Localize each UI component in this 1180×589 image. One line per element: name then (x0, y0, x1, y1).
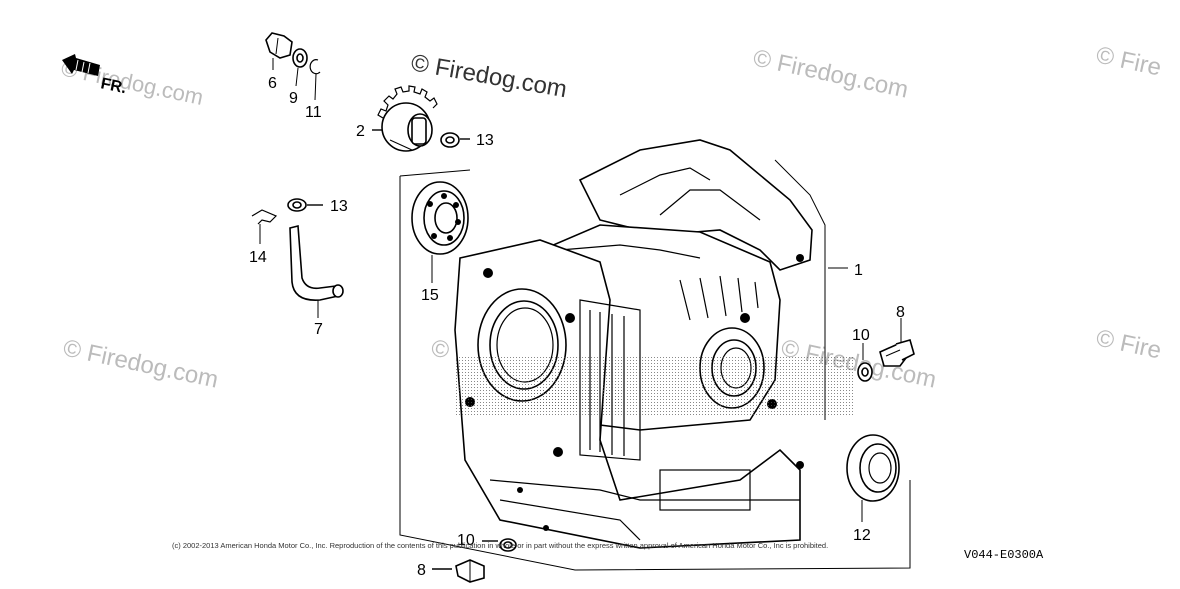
callout-6: 6 (268, 75, 277, 92)
part-14-retaining-clip (251, 209, 278, 225)
part-10-sealing-washer-bottom (499, 538, 517, 552)
part-12-oil-seal (846, 434, 900, 502)
watermark-top-right: © Firedog.com (751, 44, 911, 103)
part-15-ball-bearing (411, 181, 469, 255)
callout-13-lower: 13 (330, 198, 348, 215)
callout-8-bottom: 8 (417, 562, 426, 579)
direction-label: FR. (99, 75, 128, 97)
callout-13-upper: 13 (476, 132, 494, 149)
part-10-sealing-washer-right (857, 362, 873, 382)
callout-14: 14 (249, 249, 267, 266)
part-13-washer-upper (440, 132, 460, 148)
part-6-dowel-pin (265, 32, 293, 59)
callout-15: 15 (421, 287, 439, 304)
callout-8-right: 8 (896, 304, 905, 321)
callout-11: 11 (305, 104, 322, 121)
part-2-governor-gear (377, 85, 438, 152)
watermark-mid-left: © Firedog.com (61, 334, 221, 393)
part-8-drain-bolt-right (879, 339, 915, 367)
callout-10-bottom: 10 (457, 532, 475, 549)
callout-1: 1 (854, 262, 863, 279)
assembly-outline (399, 159, 911, 571)
callout-12: 12 (853, 527, 871, 544)
part-9-washer (292, 48, 308, 68)
callout-7: 7 (314, 321, 323, 338)
watermark-mid-far-right: © Fire (1094, 324, 1164, 364)
copyright-notice: (c) 2002-2013 American Honda Motor Co., … (172, 541, 828, 550)
callout-9: 9 (289, 90, 298, 107)
watermark-top-far-right: © Fire (1094, 41, 1164, 81)
part-1-cylinder-block (454, 139, 855, 549)
diagram-code: V044-E0300A (964, 548, 1044, 562)
part-8-drain-bolt-bottom (455, 559, 485, 583)
callout-10-right: 10 (852, 327, 870, 344)
part-11-clip (309, 59, 321, 75)
part-13-washer-lower (287, 198, 307, 212)
part-7-governor-arm-shaft (289, 224, 344, 301)
callout-2: 2 (356, 123, 365, 140)
front-direction-arrow-icon (62, 54, 100, 76)
watermark-top-center: © Firedog.com (409, 49, 569, 103)
